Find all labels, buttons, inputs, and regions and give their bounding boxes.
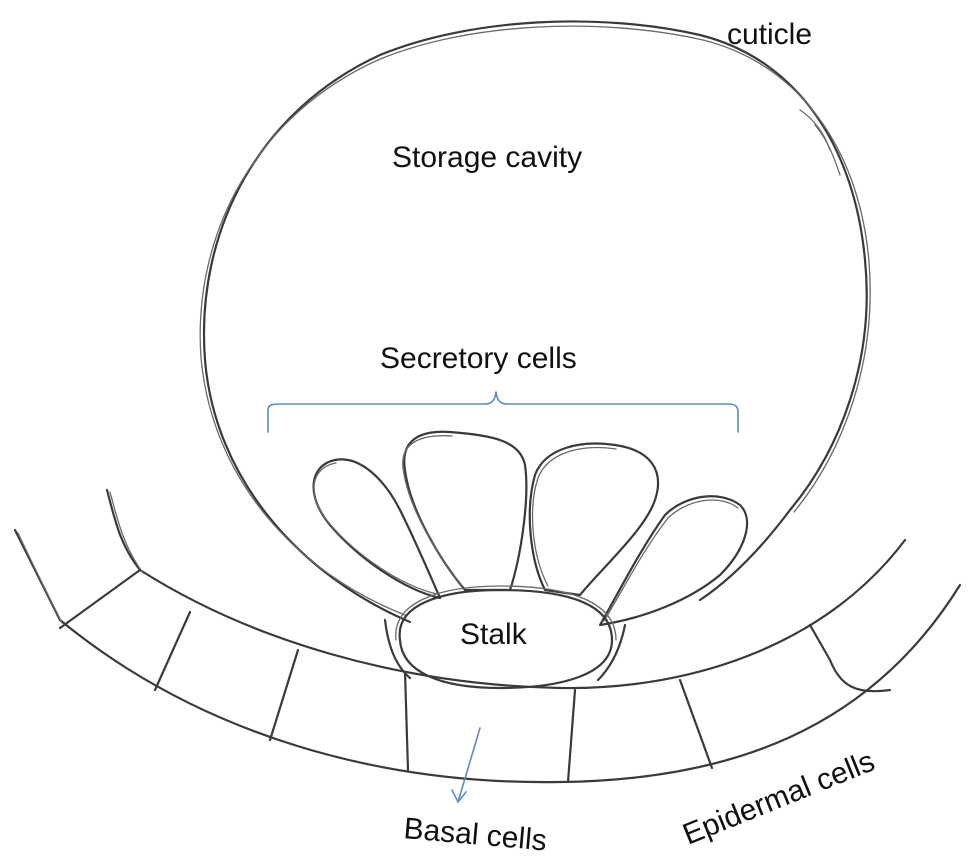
label-cuticle: cuticle	[727, 18, 812, 51]
epidermis-lower-arc	[13, 528, 962, 784]
epidermal-layer	[13, 488, 962, 784]
stalk-cell	[383, 585, 627, 690]
secretory-cells	[312, 430, 749, 627]
label-basal-cells: Basal cells	[402, 812, 548, 857]
secretory-cell-4	[598, 495, 749, 627]
secretory-cells-bracket	[267, 391, 739, 433]
label-stalk: Stalk	[460, 618, 528, 651]
secretory-cell-1	[312, 458, 442, 600]
secretory-cell-3	[528, 442, 660, 597]
basal-cells-arrow	[451, 727, 481, 803]
secretory-cell-2	[403, 430, 528, 592]
storage-cavity-outline	[199, 20, 871, 624]
label-secretory-cells: Secretory cells	[380, 342, 577, 375]
epidermal-cell-walls	[58, 568, 892, 784]
epidermis-upper-arc	[105, 488, 907, 690]
label-storage-cavity: Storage cavity	[392, 141, 582, 174]
